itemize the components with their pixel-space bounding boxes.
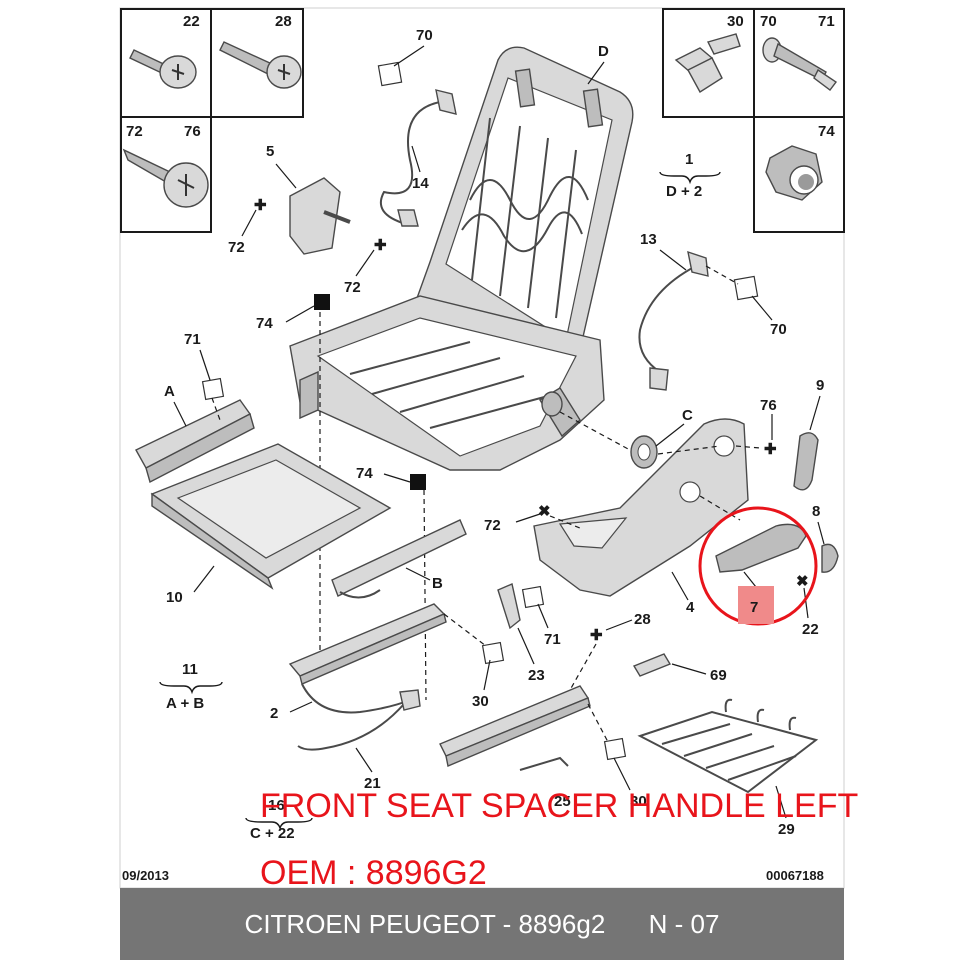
pivot-C <box>630 435 658 469</box>
footer-page-ref: N - 07 <box>648 908 720 939</box>
callout-21: 21 <box>364 775 381 792</box>
clip-marker-30 <box>481 641 505 665</box>
callout-8: 8 <box>812 503 820 520</box>
connector-69 <box>632 653 672 677</box>
callout-11: 11 <box>182 661 198 678</box>
callout-7: 7 <box>750 599 758 616</box>
callout-B: B <box>432 575 443 592</box>
callout-C: C <box>682 407 693 424</box>
callout-74a: 74 <box>256 315 273 332</box>
callout-72b: 72 <box>344 279 361 296</box>
clip-marker-70-right <box>733 275 759 301</box>
footer-brand-ref: CITROEN PEUGEOT - 8896g2 <box>244 908 606 939</box>
seat-rail-lower <box>439 685 591 771</box>
spring-mat-29 <box>637 698 819 794</box>
callout-71b: 71 <box>544 631 561 648</box>
callout-71: 71 <box>818 13 835 30</box>
callout-A: A <box>164 383 175 400</box>
callout-10: 10 <box>166 589 183 606</box>
cross-marker-72a: ✚ <box>254 197 267 214</box>
callout-1: 1 <box>685 151 693 168</box>
clip-marker-30b <box>603 737 627 761</box>
callout-11-sub: A + B <box>166 695 204 712</box>
callout-D: D <box>598 43 609 60</box>
fastener-inset-right: 30 70 71 74 <box>662 8 845 233</box>
callout-70: 70 <box>760 13 777 30</box>
footer-band <box>120 888 844 960</box>
screw-28-icon <box>219 41 302 89</box>
nut-74-icon <box>765 145 823 201</box>
callout-74: 74 <box>818 123 835 140</box>
cross-marker-22: ✖ <box>796 573 809 590</box>
product-title-overlay: FRONT SEAT SPACER HANDLE LEFT <box>260 787 859 825</box>
screw-72-76-icon <box>122 148 209 208</box>
callout-30: 30 <box>727 13 744 30</box>
handle-7 <box>715 523 839 573</box>
callout-70-right: 70 <box>770 321 787 338</box>
callout-1-sub: D + 2 <box>666 183 702 200</box>
marker-74-square-a <box>314 294 330 310</box>
screw-22-icon <box>129 49 197 89</box>
callout-70-top: 70 <box>416 27 433 44</box>
rivet-70-71-icon <box>762 37 838 91</box>
callout-2: 2 <box>270 705 278 722</box>
cross-marker-76: ✚ <box>764 441 777 458</box>
rail-cover-A <box>135 399 255 484</box>
fastener-inset-left: 22 28 72 76 <box>120 8 304 233</box>
clip-marker-71b <box>521 585 545 609</box>
callout-72a: 72 <box>228 239 245 256</box>
callout-74b: 74 <box>356 465 373 482</box>
callout-5: 5 <box>266 143 274 160</box>
callout-4: 4 <box>686 599 695 616</box>
storage-tray-10 <box>150 443 392 590</box>
cross-marker-72c: ✖ <box>538 503 551 520</box>
brace-16 <box>245 817 313 831</box>
bracket-5 <box>289 177 351 255</box>
lever-9 <box>793 432 819 491</box>
callout-25: 25 <box>554 793 571 810</box>
callout-29: 29 <box>778 821 795 838</box>
clip-marker-70-top <box>377 61 403 87</box>
callout-30b: 30 <box>630 793 647 810</box>
bracket-23 <box>497 583 521 630</box>
brace-11 <box>159 681 223 695</box>
cable-13 <box>638 250 709 391</box>
callout-14: 14 <box>412 175 429 192</box>
callout-72c: 72 <box>484 517 501 534</box>
callout-71-left: 71 <box>184 331 201 348</box>
cable-2-21 <box>297 683 421 751</box>
callout-16: 16 <box>268 797 285 814</box>
clip-marker-71 <box>201 377 225 401</box>
callout-13: 13 <box>640 231 657 248</box>
oem-number-overlay: OEM : 8896G2 <box>260 854 487 892</box>
seat-back-frame <box>411 46 634 373</box>
side-trim-panel-4 <box>533 418 749 597</box>
cable-14 <box>379 89 457 227</box>
seat-cushion-frame <box>289 295 605 471</box>
callout-28: 28 <box>275 13 292 30</box>
callout-72: 72 <box>126 123 143 140</box>
callout-69: 69 <box>710 667 727 684</box>
callout-76: 76 <box>760 397 777 414</box>
callout-76: 76 <box>184 123 201 140</box>
seat-rail-upper <box>288 603 447 685</box>
callout-30-mid: 30 <box>472 693 489 710</box>
marker-74-square-b <box>410 474 426 490</box>
callout-9: 9 <box>816 377 824 394</box>
highlight-tag <box>738 586 774 624</box>
callout-23: 23 <box>528 667 545 684</box>
footer-caption: CITROEN PEUGEOT - 8896g2 N - 07 <box>120 888 844 960</box>
doc-number: 00067188 <box>766 868 824 883</box>
date-code: 09/2013 <box>122 868 169 883</box>
cross-marker-28: ✚ <box>590 627 603 644</box>
cross-marker-72b: ✚ <box>374 237 387 254</box>
callout-22: 22 <box>802 621 819 638</box>
brace-1 <box>659 171 721 185</box>
callout-22: 22 <box>183 13 200 30</box>
slide-mechanism-B <box>331 519 467 599</box>
clip-30-icon <box>674 33 741 93</box>
callout-28-mid: 28 <box>634 611 651 628</box>
callout-16-sub: C + 22 <box>250 825 295 842</box>
